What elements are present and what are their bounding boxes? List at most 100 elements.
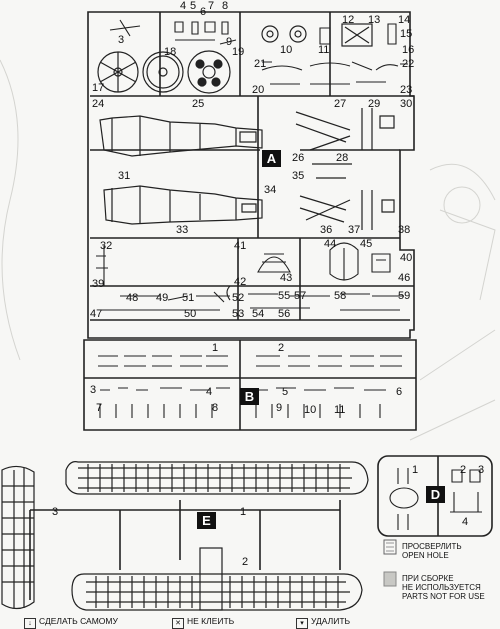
part-number: 56 bbox=[278, 308, 291, 320]
tailplane bbox=[1, 465, 35, 610]
strut-parts bbox=[295, 108, 395, 230]
part-number: 8 bbox=[222, 0, 229, 12]
part-number: 2 bbox=[278, 342, 285, 354]
footer-diy-label: СДЕЛАТЬ САМОМУ bbox=[39, 616, 118, 626]
lower-wing bbox=[71, 547, 363, 611]
legend-drill: ПРОСВЕРЛИТЬ OPEN HOLE bbox=[402, 542, 462, 560]
upper-wing bbox=[65, 461, 369, 495]
part-number: 44 bbox=[324, 238, 337, 250]
part-number: 3 bbox=[90, 384, 97, 396]
part-number: 36 bbox=[320, 224, 333, 236]
sprue-a-frame bbox=[87, 11, 415, 339]
footer-diy: ↓СДЕЛАТЬ САМОМУ bbox=[24, 616, 118, 629]
part-number: 10 bbox=[304, 404, 317, 416]
part-number: 22 bbox=[402, 58, 415, 70]
part-number: 55 bbox=[278, 290, 291, 302]
part-number: 7 bbox=[96, 402, 103, 414]
footer-remove-label: УДАЛИТЬ bbox=[311, 616, 351, 626]
background-faded-art bbox=[0, 59, 496, 441]
legend-drill-en: OPEN HOLE bbox=[402, 551, 449, 560]
part-number: 4 bbox=[462, 516, 469, 528]
part-number: 12 bbox=[342, 14, 355, 26]
part-number: 47 bbox=[90, 308, 103, 320]
legend-unused: ПРИ СБОРКЕ НЕ ИСПОЛЬЗУЕТСЯ PARTS NOT FOR… bbox=[402, 574, 485, 601]
footer-noglue-label: НЕ КЛЕИТЬ bbox=[187, 616, 235, 626]
part-number: 5 bbox=[190, 0, 197, 12]
part-number: 9 bbox=[226, 36, 233, 48]
sprue-d-label: D bbox=[426, 486, 445, 503]
part-number: 21 bbox=[254, 58, 267, 70]
part-number: 28 bbox=[336, 152, 349, 164]
wheel-parts bbox=[97, 23, 373, 94]
part-number: 23 bbox=[400, 84, 413, 96]
part-number: 15 bbox=[400, 28, 413, 40]
part-number: 11 bbox=[334, 404, 346, 416]
part-number: 5 bbox=[282, 386, 289, 398]
part-number: 42 bbox=[234, 276, 247, 288]
part-number: 8 bbox=[212, 402, 219, 414]
part-number: 4 bbox=[180, 0, 187, 12]
part-number: 50 bbox=[184, 308, 197, 320]
footer-remove: ▾УДАЛИТЬ bbox=[296, 616, 350, 629]
part-number: 10 bbox=[280, 44, 293, 56]
part-number: 1 bbox=[412, 464, 419, 476]
part-number: 32 bbox=[100, 240, 113, 252]
part-number: 52 bbox=[232, 292, 245, 304]
part-number: 2 bbox=[242, 556, 249, 568]
part-number: 11 bbox=[318, 44, 330, 56]
part-number: 40 bbox=[400, 252, 413, 264]
part-number: 51 bbox=[182, 292, 195, 304]
part-number: 58 bbox=[334, 290, 347, 302]
sprue-a-label: A bbox=[262, 150, 281, 167]
small-parts-lower bbox=[96, 242, 404, 311]
part-number: 17 bbox=[92, 82, 105, 94]
part-number: 26 bbox=[292, 152, 305, 164]
part-number: 3 bbox=[52, 506, 59, 518]
sprue-d-parts bbox=[389, 468, 482, 530]
part-number: 4 bbox=[206, 386, 213, 398]
part-number: 1 bbox=[212, 342, 219, 354]
part-number: 24 bbox=[92, 98, 105, 110]
footer-noglue: ✕НЕ КЛЕИТЬ bbox=[172, 616, 234, 629]
part-number: 30 bbox=[400, 98, 413, 110]
part-number: 33 bbox=[176, 224, 189, 236]
part-number: 53 bbox=[232, 308, 245, 320]
part-number: 34 bbox=[264, 184, 277, 196]
part-number: 48 bbox=[126, 292, 139, 304]
legend-unused-ru2: НЕ ИСПОЛЬЗУЕТСЯ bbox=[402, 583, 481, 592]
part-number: 1 bbox=[240, 506, 247, 518]
small-parts-upper bbox=[109, 19, 408, 85]
part-number: 13 bbox=[368, 14, 381, 26]
legend-drill-ru: ПРОСВЕРЛИТЬ bbox=[402, 542, 462, 551]
sprue-b-frame bbox=[83, 339, 417, 431]
legend-unused-en: PARTS NOT FOR USE bbox=[402, 592, 485, 601]
no-glue-icon: ✕ bbox=[172, 618, 184, 629]
part-number: 38 bbox=[398, 224, 411, 236]
diy-icon: ↓ bbox=[24, 618, 36, 629]
legend-unused-ru1: ПРИ СБОРКЕ bbox=[402, 574, 454, 583]
part-number: 35 bbox=[292, 170, 305, 182]
part-number: 7 bbox=[208, 0, 215, 12]
part-number: 9 bbox=[276, 402, 283, 414]
part-number: 19 bbox=[232, 46, 245, 58]
part-number: 6 bbox=[396, 386, 403, 398]
part-number: 6 bbox=[200, 6, 207, 18]
sprue-b-parts bbox=[98, 355, 402, 418]
part-number: 18 bbox=[164, 46, 177, 58]
part-number: 3 bbox=[478, 464, 485, 476]
part-number: 31 bbox=[118, 170, 131, 182]
part-number: 41 bbox=[234, 240, 247, 252]
sprue-e-label: E bbox=[197, 512, 216, 529]
fuselage-halves bbox=[99, 115, 263, 225]
part-number: 3 bbox=[118, 34, 125, 46]
part-number: 46 bbox=[398, 272, 411, 284]
part-number: 39 bbox=[92, 278, 105, 290]
part-number: 59 bbox=[398, 290, 411, 302]
part-number: 29 bbox=[368, 98, 381, 110]
part-number: 14 bbox=[398, 14, 411, 26]
sprue-e-frame bbox=[29, 500, 341, 600]
remove-icon: ▾ bbox=[296, 618, 308, 629]
legend-swatches bbox=[383, 539, 397, 587]
